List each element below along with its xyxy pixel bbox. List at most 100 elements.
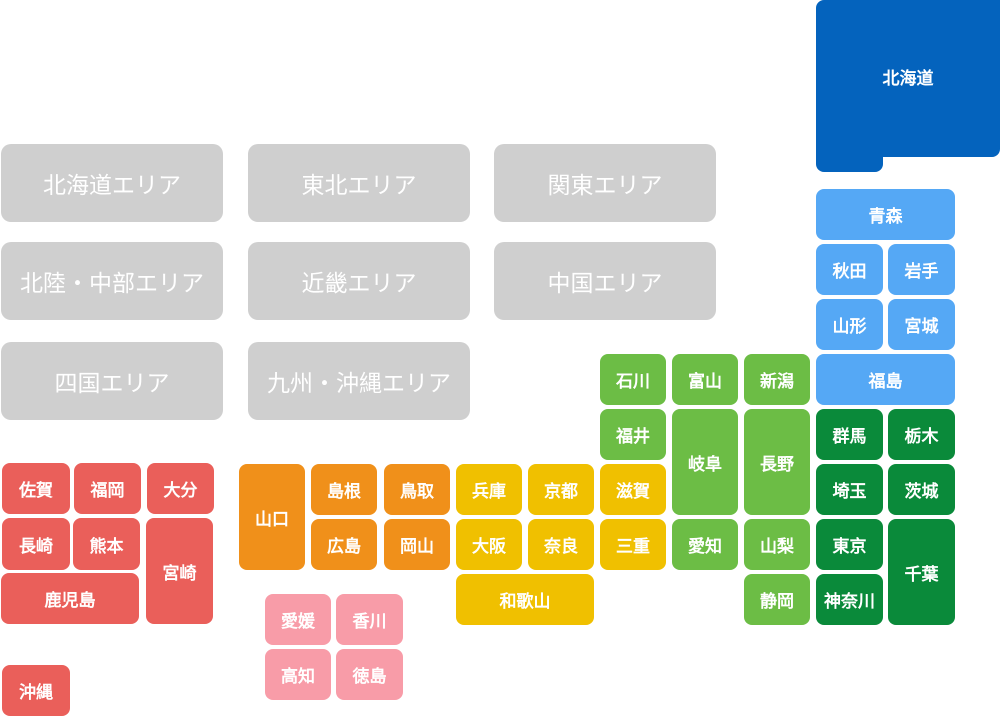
prefecture-tile[interactable]: 京都 <box>528 464 594 515</box>
prefecture-tile[interactable]: 神奈川 <box>816 574 883 625</box>
prefecture-label: 宮崎 <box>162 563 197 584</box>
prefecture-tile[interactable]: 富山 <box>672 354 738 405</box>
hokkaido-label: 北海道 <box>882 69 934 89</box>
prefecture-label: 静岡 <box>760 592 794 612</box>
prefecture-label: 滋賀 <box>616 482 650 502</box>
prefecture-tile[interactable]: 栃木 <box>888 409 955 460</box>
prefecture-label: 愛知 <box>688 537 722 557</box>
area-button[interactable]: 九州・沖縄エリア <box>248 342 470 420</box>
prefecture-label: 和歌山 <box>499 592 551 612</box>
prefecture-label: 埼玉 <box>832 482 867 502</box>
prefecture-tile[interactable]: 宮城 <box>888 299 955 350</box>
prefecture-label: 茨城 <box>904 482 939 502</box>
area-button[interactable]: 北陸・中部エリア <box>1 242 223 320</box>
prefecture-tile[interactable]: 長野 <box>744 409 810 515</box>
prefecture-label: 大分 <box>163 481 198 501</box>
prefecture-label: 青森 <box>868 207 903 227</box>
prefecture-label: 愛媛 <box>281 612 315 632</box>
prefecture-tile[interactable]: 福井 <box>600 409 666 460</box>
prefecture-label: 広島 <box>327 537 361 557</box>
prefecture-tile[interactable]: 静岡 <box>744 574 810 625</box>
prefecture-tile[interactable]: 鳥取 <box>384 464 450 515</box>
prefecture-tile[interactable]: 茨城 <box>888 464 955 515</box>
prefecture-tile[interactable]: 滋賀 <box>600 464 666 515</box>
prefecture-label: 山梨 <box>760 537 794 557</box>
prefecture-tile[interactable]: 宮崎 <box>146 518 213 624</box>
prefecture-label: 福岡 <box>90 481 125 501</box>
prefecture-tile[interactable]: 大阪 <box>456 519 522 570</box>
prefecture-tile[interactable]: 岩手 <box>888 244 955 295</box>
prefecture-label: 三重 <box>616 537 650 557</box>
prefecture-tile[interactable]: 埼玉 <box>816 464 883 515</box>
prefecture-tile[interactable]: 兵庫 <box>456 464 522 515</box>
prefecture-tile[interactable]: 東京 <box>816 519 883 570</box>
prefecture-label: 山口 <box>255 509 289 530</box>
prefecture-tile[interactable]: 青森 <box>816 189 955 240</box>
prefecture-tile[interactable]: 徳島 <box>336 649 403 700</box>
prefecture-label: 徳島 <box>352 667 387 687</box>
prefecture-tile[interactable]: 熊本 <box>73 518 140 570</box>
prefecture-label: 宮城 <box>904 317 939 337</box>
prefecture-label: 岐阜 <box>688 454 722 475</box>
area-button[interactable]: 四国エリア <box>1 342 223 420</box>
prefecture-label: 福井 <box>616 427 650 447</box>
prefecture-tile[interactable]: 広島 <box>311 519 377 570</box>
prefecture-tile[interactable]: 長崎 <box>2 518 70 570</box>
prefecture-label: 沖縄 <box>19 683 53 703</box>
prefecture-tile[interactable]: 佐賀 <box>2 463 70 514</box>
prefecture-tile[interactable]: 山形 <box>816 299 883 350</box>
prefecture-tile[interactable]: 沖縄 <box>2 665 70 716</box>
prefecture-tile[interactable]: 愛媛 <box>265 594 331 645</box>
area-button[interactable]: 関東エリア <box>494 144 716 222</box>
area-button[interactable]: 中国エリア <box>494 242 716 320</box>
prefecture-label: 香川 <box>352 612 387 632</box>
prefecture-label: 島根 <box>327 482 361 502</box>
prefecture-tile[interactable]: 鹿児島 <box>1 573 139 624</box>
prefecture-label: 岩手 <box>904 262 939 282</box>
prefecture-label: 大阪 <box>472 537 506 557</box>
prefecture-tile[interactable]: 香川 <box>336 594 403 645</box>
prefecture-label: 山形 <box>832 317 867 337</box>
prefecture-tile[interactable]: 石川 <box>600 354 666 405</box>
area-button[interactable]: 近畿エリア <box>248 242 470 320</box>
prefecture-label: 神奈川 <box>824 592 875 612</box>
hokkaido-tile[interactable]: 北海道 <box>816 0 1000 157</box>
prefecture-tile[interactable]: 愛知 <box>672 519 738 570</box>
prefecture-tile[interactable]: 大分 <box>147 463 214 514</box>
prefecture-label: 東京 <box>832 537 867 557</box>
prefecture-label: 千葉 <box>904 564 939 585</box>
prefecture-label: 新潟 <box>760 372 794 392</box>
prefecture-label: 兵庫 <box>472 482 506 502</box>
prefecture-label: 秋田 <box>832 262 867 282</box>
prefecture-tile[interactable]: 岐阜 <box>672 409 738 515</box>
prefecture-label: 佐賀 <box>19 481 53 501</box>
prefecture-label: 長野 <box>760 454 794 475</box>
prefecture-label: 福島 <box>868 372 903 392</box>
prefecture-tile[interactable]: 福島 <box>816 354 955 405</box>
prefecture-label: 熊本 <box>89 536 124 557</box>
prefecture-tile[interactable]: 群馬 <box>816 409 883 460</box>
prefecture-tile[interactable]: 秋田 <box>816 244 883 295</box>
prefecture-tile[interactable]: 新潟 <box>744 354 810 405</box>
prefecture-tile[interactable]: 島根 <box>311 464 377 515</box>
prefecture-tile[interactable]: 千葉 <box>888 519 955 625</box>
prefecture-tile[interactable]: 高知 <box>265 649 331 700</box>
prefecture-label: 長崎 <box>19 536 53 557</box>
prefecture-tile[interactable]: 福岡 <box>74 463 141 514</box>
prefecture-label: 鳥取 <box>400 482 434 502</box>
prefecture-tile[interactable]: 山口 <box>239 464 305 570</box>
area-button[interactable]: 北海道エリア <box>1 144 223 222</box>
prefecture-label: 奈良 <box>544 537 578 557</box>
prefecture-label: 栃木 <box>904 427 939 447</box>
area-button[interactable]: 東北エリア <box>248 144 470 222</box>
prefecture-tile[interactable]: 和歌山 <box>456 574 594 625</box>
prefecture-label: 高知 <box>281 667 315 687</box>
prefecture-tile[interactable]: 岡山 <box>384 519 450 570</box>
prefecture-tile[interactable]: 山梨 <box>744 519 810 570</box>
prefecture-tile[interactable]: 三重 <box>600 519 666 570</box>
prefecture-label: 石川 <box>616 372 650 392</box>
hokkaido-tile-notch[interactable] <box>816 150 883 172</box>
prefecture-label: 京都 <box>544 482 578 502</box>
prefecture-label: 鹿児島 <box>44 591 96 611</box>
prefecture-tile[interactable]: 奈良 <box>528 519 594 570</box>
